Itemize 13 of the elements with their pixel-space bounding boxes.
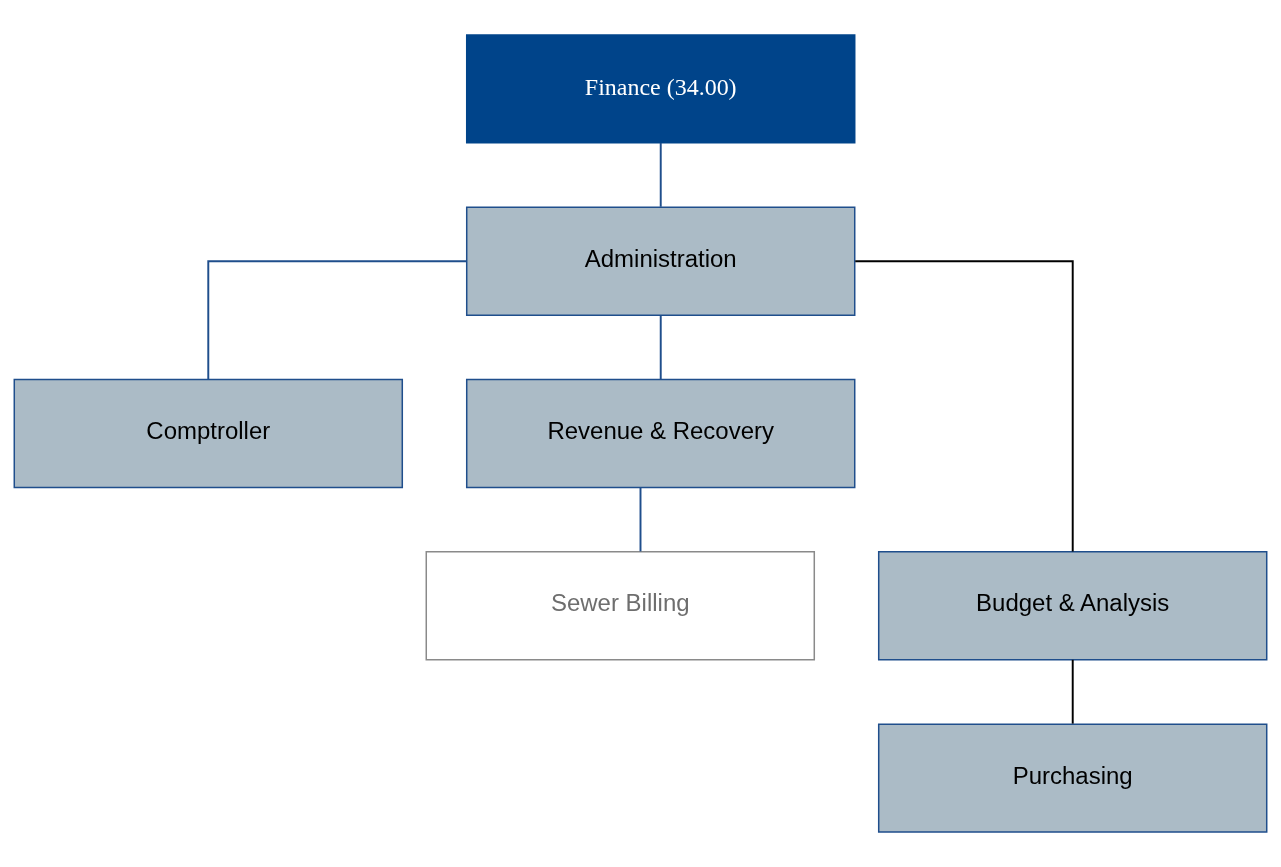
node-box: Revenue & Recovery (465, 378, 856, 489)
connector (659, 142, 662, 208)
connector (1071, 658, 1074, 725)
node-box: Finance (34.00) (465, 34, 856, 144)
node-box: Administration (465, 206, 856, 316)
connector (659, 314, 662, 381)
node-box: Comptroller (13, 378, 404, 489)
node-box: Sewer Billing (425, 551, 816, 661)
node-box: Purchasing (877, 723, 1268, 833)
connector (854, 260, 1074, 553)
node-box: Budget & Analysis (877, 551, 1268, 661)
connector (207, 260, 468, 381)
connector (639, 486, 642, 553)
